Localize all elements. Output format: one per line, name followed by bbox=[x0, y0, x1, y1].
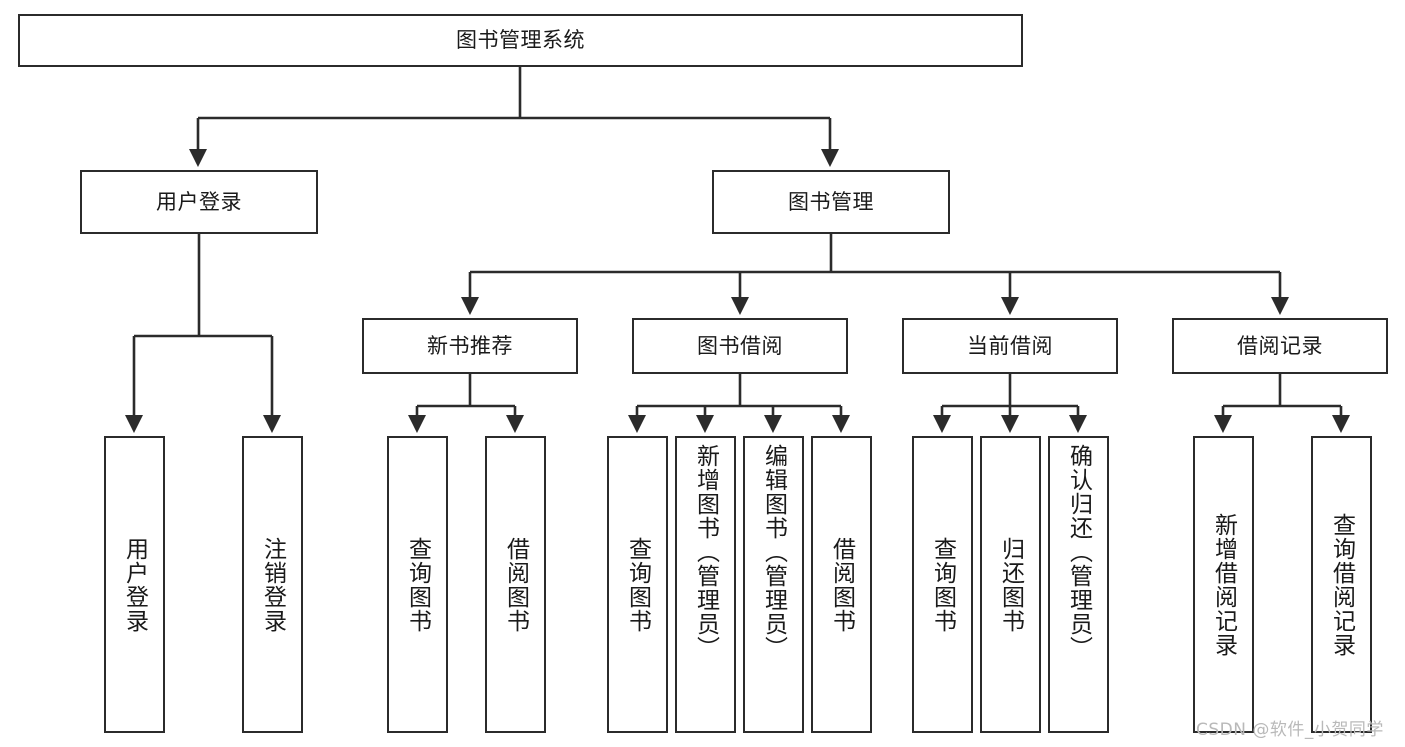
node-current-borrow[interactable]: 当前借阅 bbox=[902, 318, 1118, 374]
node-leaf-query-book-1[interactable]: 查询图书 bbox=[387, 436, 448, 733]
node-leaf-logout-label: 注销登录 bbox=[259, 536, 286, 633]
node-leaf-query-record-label: 查询借阅记录 bbox=[1328, 512, 1355, 657]
node-leaf-user-login-label: 用户登录 bbox=[121, 536, 148, 633]
node-leaf-borrow-book-1[interactable]: 借阅图书 bbox=[485, 436, 546, 733]
node-new-book-recommend-label: 新书推荐 bbox=[427, 333, 513, 358]
watermark: CSDN @软件_小贺同学 bbox=[1196, 720, 1384, 740]
node-leaf-add-book[interactable]: 新增图书（管理员） bbox=[675, 436, 736, 733]
node-leaf-edit-book[interactable]: 编辑图书（管理员） bbox=[743, 436, 804, 733]
node-leaf-borrow-book-1-label: 借阅图书 bbox=[502, 536, 529, 633]
node-user-login[interactable]: 用户登录 bbox=[80, 170, 318, 234]
node-leaf-query-book-3-label: 查询图书 bbox=[929, 536, 956, 633]
node-leaf-query-book-2[interactable]: 查询图书 bbox=[607, 436, 668, 733]
node-leaf-user-login[interactable]: 用户登录 bbox=[104, 436, 165, 733]
node-root[interactable]: 图书管理系统 bbox=[18, 14, 1023, 67]
node-leaf-edit-book-label: 编辑图书（管理员） bbox=[760, 444, 787, 660]
node-book-borrow-label: 图书借阅 bbox=[697, 333, 783, 358]
node-current-borrow-label: 当前借阅 bbox=[967, 333, 1053, 358]
node-book-manage[interactable]: 图书管理 bbox=[712, 170, 950, 234]
node-borrow-record[interactable]: 借阅记录 bbox=[1172, 318, 1388, 374]
node-leaf-return-book[interactable]: 归还图书 bbox=[980, 436, 1041, 733]
node-leaf-borrow-book-2[interactable]: 借阅图书 bbox=[811, 436, 872, 733]
node-user-login-label: 用户登录 bbox=[156, 189, 242, 214]
node-leaf-query-record[interactable]: 查询借阅记录 bbox=[1311, 436, 1372, 733]
node-borrow-record-label: 借阅记录 bbox=[1237, 333, 1323, 358]
node-leaf-return-book-label: 归还图书 bbox=[997, 536, 1024, 633]
node-leaf-query-book-3[interactable]: 查询图书 bbox=[912, 436, 973, 733]
node-leaf-add-book-label: 新增图书（管理员） bbox=[692, 444, 719, 660]
node-book-manage-label: 图书管理 bbox=[788, 189, 874, 214]
node-leaf-confirm-return-label: 确认归还（管理员） bbox=[1065, 444, 1092, 660]
node-leaf-query-book-2-label: 查询图书 bbox=[624, 536, 651, 633]
node-leaf-add-record[interactable]: 新增借阅记录 bbox=[1193, 436, 1254, 733]
node-new-book-recommend[interactable]: 新书推荐 bbox=[362, 318, 578, 374]
node-leaf-add-record-label: 新增借阅记录 bbox=[1210, 512, 1237, 657]
node-leaf-borrow-book-2-label: 借阅图书 bbox=[828, 536, 855, 633]
node-leaf-logout[interactable]: 注销登录 bbox=[242, 436, 303, 733]
node-root-label: 图书管理系统 bbox=[456, 28, 585, 53]
node-book-borrow[interactable]: 图书借阅 bbox=[632, 318, 848, 374]
node-leaf-confirm-return[interactable]: 确认归还（管理员） bbox=[1048, 436, 1109, 733]
node-leaf-query-book-1-label: 查询图书 bbox=[404, 536, 431, 633]
